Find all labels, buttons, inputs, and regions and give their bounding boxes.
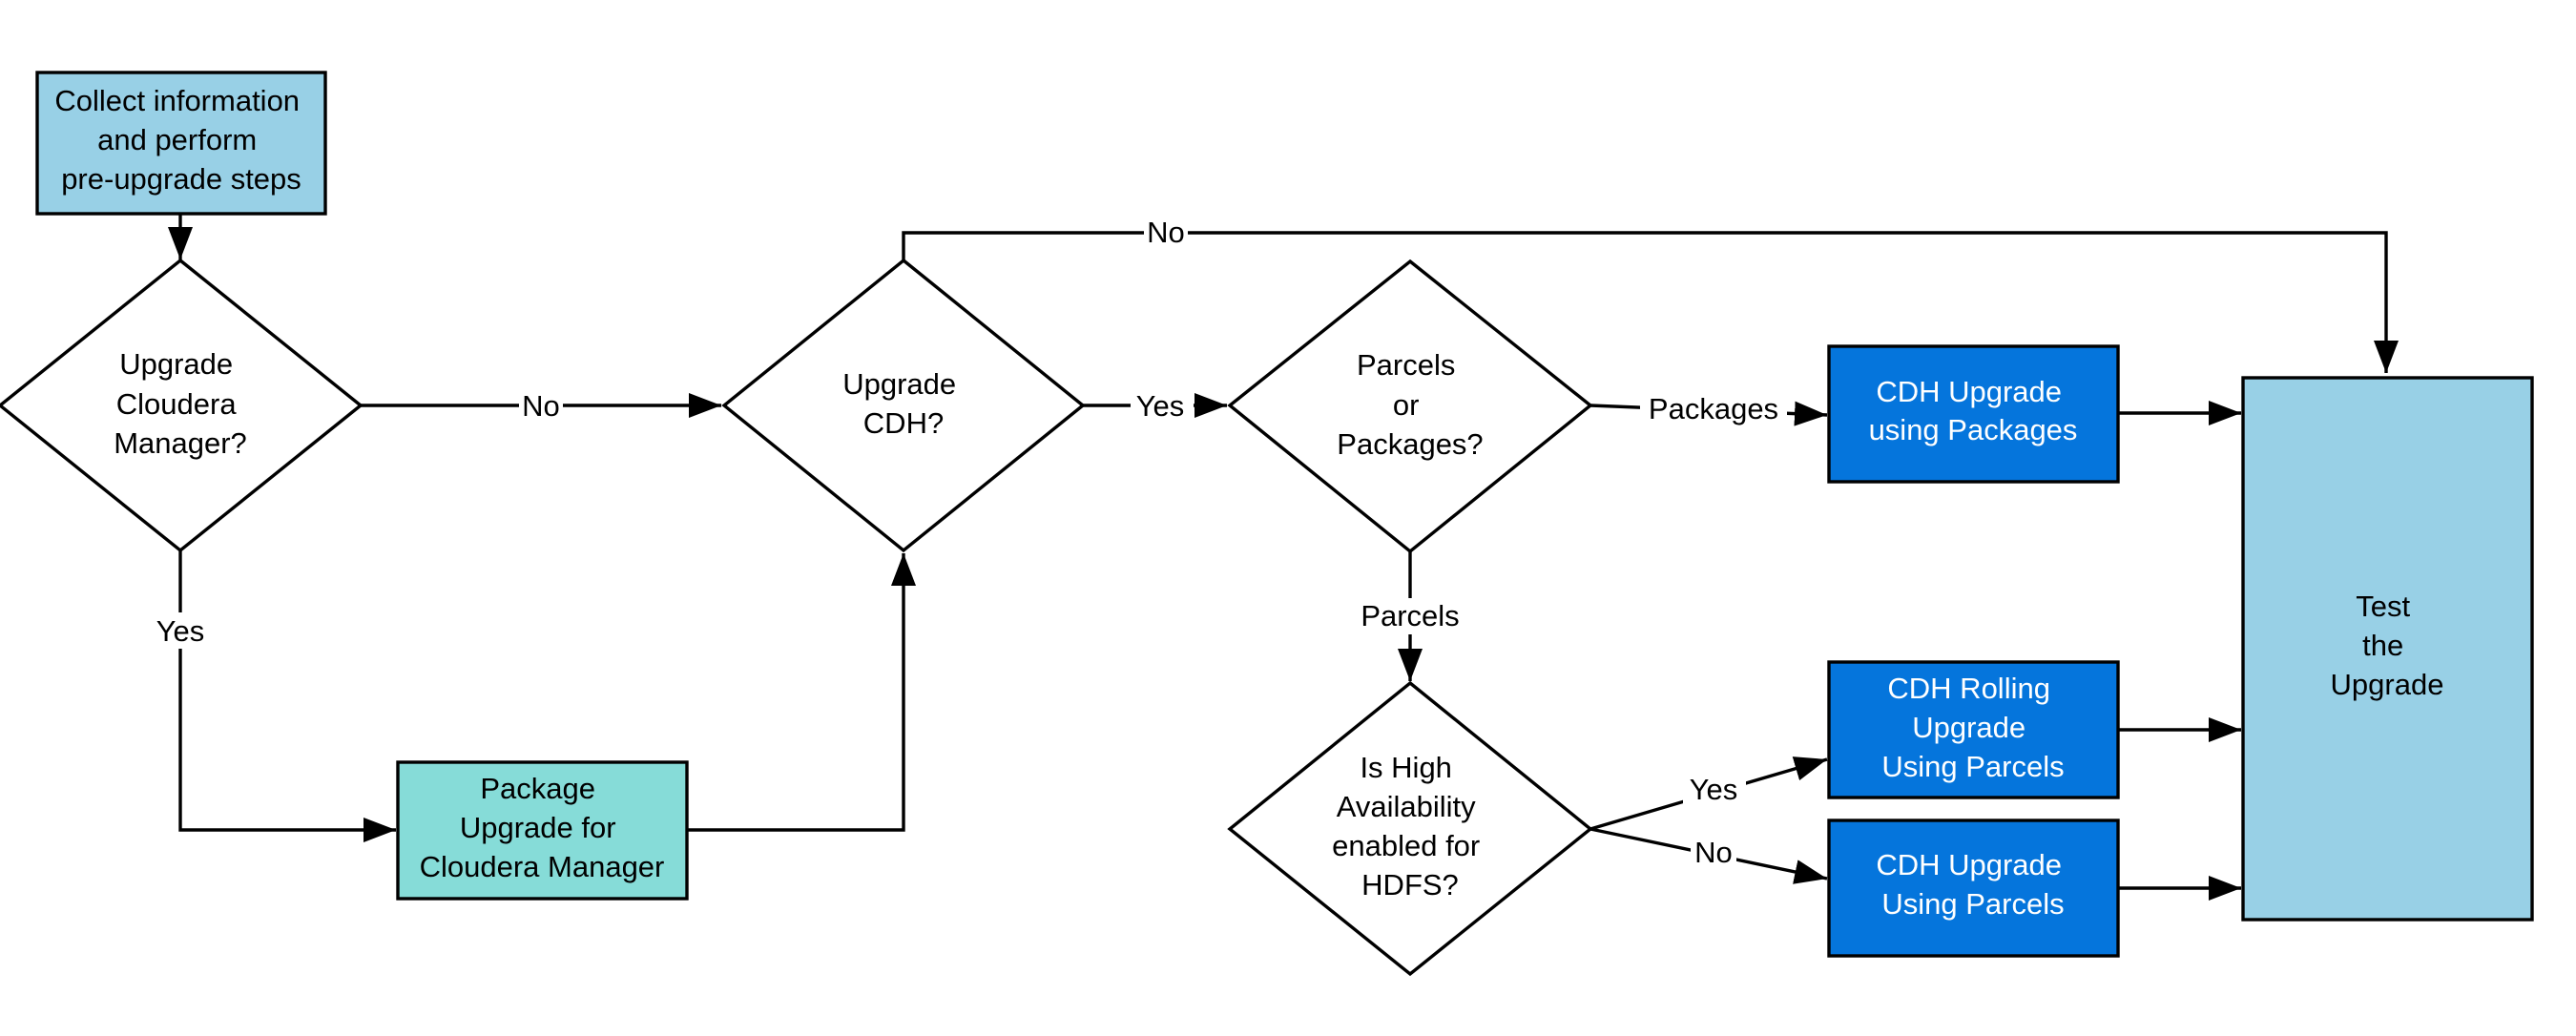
decision-parcels-or-packages: Parcels or Packages? <box>1227 259 1593 554</box>
decision-upgrade-cloudera-manager: Upgrade Cloudera Manager? <box>0 258 364 553</box>
node-cdh-upgrade-using-parcels: CDH Upgrade Using Parcels <box>1827 818 2120 958</box>
node-cdh-rolling-label: CDH Rolling Upgrade Using Parcels <box>1881 672 2064 783</box>
node-test-label: Test the Upgrade <box>2331 590 2444 701</box>
edge-cm-yes <box>178 550 396 842</box>
edge-label-cm-yes: Yes <box>156 614 205 648</box>
node-cdh-parcels-label: CDH Upgrade Using Parcels <box>1876 848 2069 921</box>
node-collect-label: Collect information and perform pre-upgr… <box>54 84 307 196</box>
edge-labels: No Yes No Yes Packages Parcels Yes No <box>149 215 1787 871</box>
decision-parcels-or-packages-label: Parcels or Packages? <box>1337 348 1483 461</box>
edge-label-cm-no: No <box>522 389 560 423</box>
edge-package-cm-to-upgrade-cdh <box>687 553 916 832</box>
node-package-upgrade-cloudera-manager: Package Upgrade for Cloudera Manager <box>396 760 689 901</box>
decision-upgrade-cdh-label: Upgrade CDH? <box>842 367 965 440</box>
edge-label-packages: Packages <box>1649 392 1778 425</box>
node-cdh-upgrade-using-packages: CDH Upgrade using Packages <box>1827 344 2120 484</box>
edge-label-cdh-yes: Yes <box>1136 389 1185 423</box>
decision-high-availability-hdfs: Is High Availability enabled for HDFS? <box>1227 680 1593 977</box>
node-collect-information: Collect information and perform pre-upgr… <box>35 71 327 216</box>
node-test-the-upgrade: Test the Upgrade <box>2241 376 2534 922</box>
decision-upgrade-cdh: Upgrade CDH? <box>721 258 1086 553</box>
edge-label-parcels: Parcels <box>1361 599 1459 632</box>
edge-label-cdh-no: No <box>1147 216 1185 249</box>
edge-label-ha-yes: Yes <box>1690 773 1738 806</box>
edge-cdh-no <box>902 231 2399 373</box>
node-cdh-packages-label: CDH Upgrade using Packages <box>1869 375 2078 446</box>
decision-upgrade-cm-label: Upgrade Cloudera Manager? <box>114 347 247 460</box>
decision-high-availability-label: Is High Availability enabled for HDFS? <box>1332 751 1488 901</box>
edge-label-ha-no: No <box>1694 836 1733 869</box>
node-cdh-rolling-upgrade-parcels: CDH Rolling Upgrade Using Parcels <box>1827 660 2120 799</box>
node-package-cm-label: Package Upgrade for Cloudera Manager <box>420 772 665 883</box>
